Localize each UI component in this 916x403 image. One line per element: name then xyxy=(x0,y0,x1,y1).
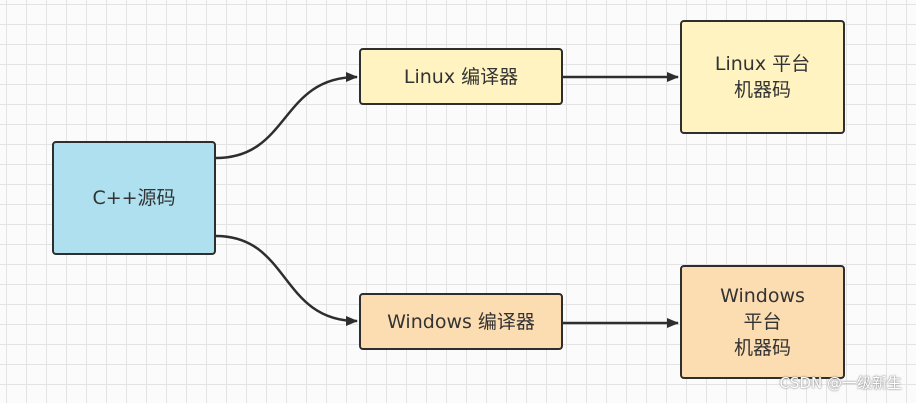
node-label: Linux 编译器 xyxy=(403,65,519,88)
node-label-line-2: 平台 xyxy=(743,311,782,333)
edge-source-to-windows-compiler xyxy=(215,234,358,326)
node-label: Windows 编译器 xyxy=(387,310,535,333)
node-label-line-1: Linux 平台 xyxy=(714,53,811,75)
node-label: C++源码 xyxy=(92,187,176,209)
edge-source-to-linux-compiler xyxy=(215,72,358,160)
node-cpp-source[interactable]: C++源码 xyxy=(52,141,216,255)
node-linux-machine-code[interactable]: Linux 平台 机器码 xyxy=(680,20,845,134)
node-label-line-1: Windows xyxy=(720,285,805,307)
node-windows-machine-code[interactable]: Windows 平台 机器码 xyxy=(680,265,845,379)
node-windows-compiler[interactable]: Windows 编译器 xyxy=(359,293,563,350)
node-label-line-2: 机器码 xyxy=(733,79,791,101)
node-label-line-3: 机器码 xyxy=(733,337,791,359)
node-linux-compiler[interactable]: Linux 编译器 xyxy=(359,48,563,105)
watermark: CSDN @一级新生 xyxy=(779,374,902,392)
